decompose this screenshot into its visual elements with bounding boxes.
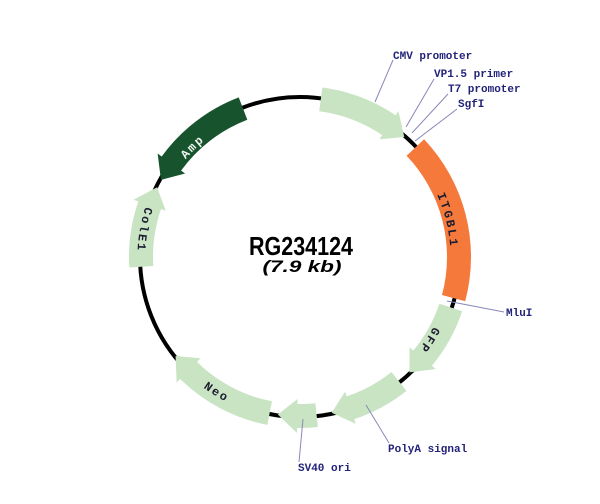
callout-label-t7-promoter: T7 promoter xyxy=(448,84,521,96)
callout-line-polya-signal xyxy=(365,404,390,444)
feature-gfp xyxy=(409,303,463,373)
plasmid-title: RG234124 xyxy=(249,231,353,261)
callout-line-mlui xyxy=(446,300,505,313)
callout-label-polya-signal: PolyA signal xyxy=(388,444,468,456)
feature-label-cole1: ColE1 xyxy=(134,206,155,253)
feature-polya-signal xyxy=(331,372,407,424)
callout-label-vp1-5-primer: VP1.5 primer xyxy=(434,69,513,81)
feature-amp xyxy=(157,97,248,180)
feature-cmv-promoter xyxy=(319,87,405,140)
feature-itgbl1 xyxy=(406,139,471,302)
callout-line-sgfi xyxy=(414,108,458,142)
callout-label-sgfi: SgfI xyxy=(458,99,484,111)
callout-label-cmv-promoter: CMV promoter xyxy=(393,51,472,63)
plasmid-size-label: (7.9 kb) xyxy=(263,258,343,276)
callout-label-mlui: MluI xyxy=(506,308,532,320)
callout-label-sv40-ori: SV40 ori xyxy=(298,463,351,475)
callout-line-vp1-5-primer xyxy=(405,78,435,128)
feature-sv40-ori xyxy=(277,398,318,433)
callout-line-cmv-promoter xyxy=(374,59,394,103)
feature-cole1 xyxy=(129,187,166,268)
feature-neo xyxy=(175,355,272,425)
callout-line-t7-promoter xyxy=(411,93,449,134)
callout-line-sv40-ori xyxy=(298,418,304,463)
